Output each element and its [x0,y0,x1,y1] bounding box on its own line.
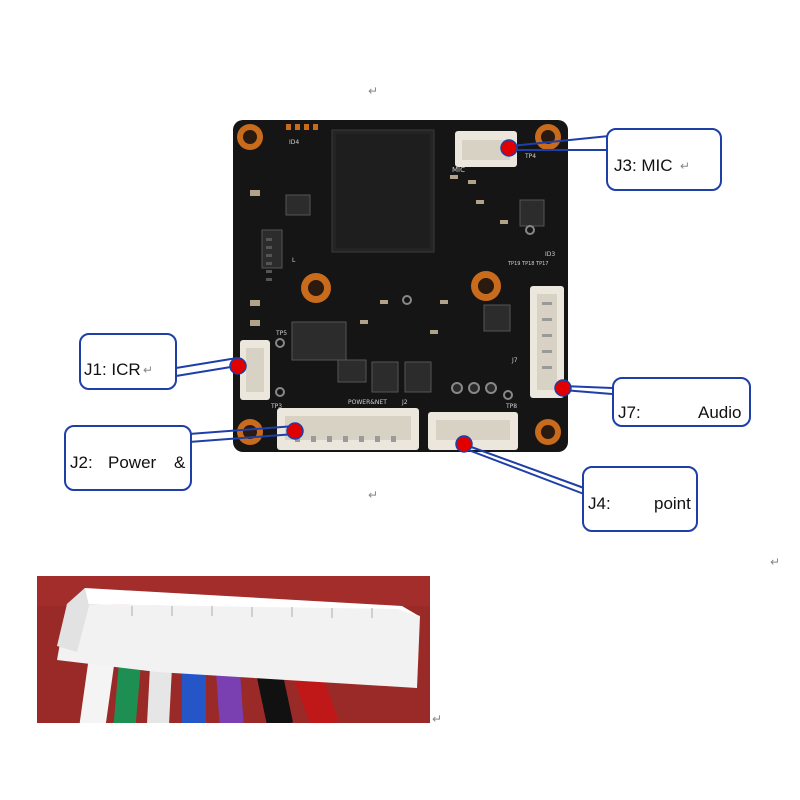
j7-marker [554,379,572,397]
paragraph-mark: ↵ [770,555,781,569]
svg-text:L: L [292,257,296,264]
j1-label: J1: ICR [84,360,141,379]
svg-text:J2: J2 [401,399,408,406]
mount-holes [237,124,561,445]
paragraph-mark: ↵ [680,159,691,173]
j2-marker [286,422,304,440]
j2-label-prefix: J2: [70,453,93,472]
paragraph-mark: ↵ [143,363,154,377]
j4-label-point: point [654,494,691,513]
svg-text:TP8: TP8 [505,403,517,410]
svg-text:TP19 TP18 TP17: TP19 TP18 TP17 [507,261,548,267]
svg-text:POWER&NET: POWER&NET [348,399,387,406]
j4-point-callout: J4: point [582,466,698,532]
j1-marker [229,357,247,375]
svg-text:ID3: ID3 [545,251,555,258]
j3-mic-callout: J3: MIC ↵ [606,128,722,191]
cable-wires [79,661,339,723]
paragraph-mark: ↵ [368,488,379,502]
svg-text:TP4: TP4 [524,153,536,160]
j3-label: J3: MIC [614,156,673,175]
j7-label-prefix: J7: [618,403,641,422]
j4-marker [455,435,473,453]
j2-label-amp: & [174,453,186,472]
paragraph-mark: ↵ [432,712,443,726]
connector-cable-photo [37,576,430,723]
j2-label-power: Power [108,453,157,472]
j3-marker [500,139,518,157]
svg-text:J7: J7 [511,357,518,364]
svg-text:J1: J1 [257,353,264,360]
board-body [233,120,568,452]
svg-text:ID4: ID4 [289,139,299,146]
j7-audio-callout: J7: Audio [612,377,751,427]
svg-text:TP3: TP3 [270,403,282,410]
svg-text:TP5: TP5 [275,330,287,337]
j4-label-prefix: J4: [588,494,611,513]
mic-silk: MIC [452,166,465,174]
connector-housing [57,604,420,688]
j1-icr-callout: J1: ICR ↵ [79,333,177,390]
j7-label-audio: Audio [698,403,742,422]
j2-power-callout: J2: Power & [64,425,192,491]
paragraph-mark: ↵ [368,84,379,98]
